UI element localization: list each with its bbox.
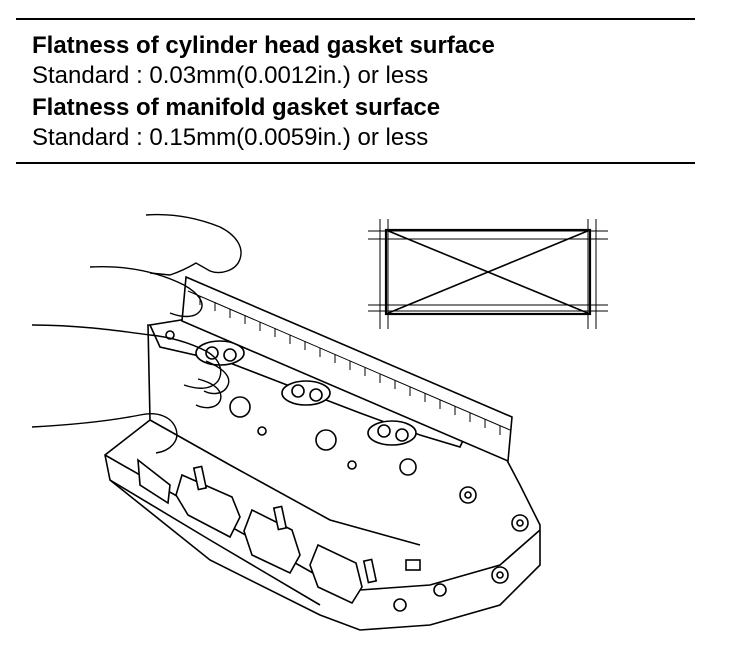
gasket-surface	[148, 316, 472, 476]
cylinder-head-illustration	[31, 213, 608, 631]
spec-standard-cylinder-head: Standard : 0.03mm(0.0012in.) or less	[32, 62, 429, 89]
spec-standard-manifold: Standard : 0.15mm(0.0059in.) or less	[32, 124, 429, 151]
cylinder-head-body	[104, 324, 541, 631]
hands	[31, 213, 242, 454]
spec-title-manifold: Flatness of manifold gasket surface	[32, 94, 441, 121]
specification-box: Flatness of cylinder head gasket surface…	[16, 18, 695, 164]
straight-edge	[181, 275, 513, 463]
measurement-pattern-diagram	[368, 219, 608, 329]
spec-title-cylinder-head: Flatness of cylinder head gasket surface	[32, 32, 495, 59]
